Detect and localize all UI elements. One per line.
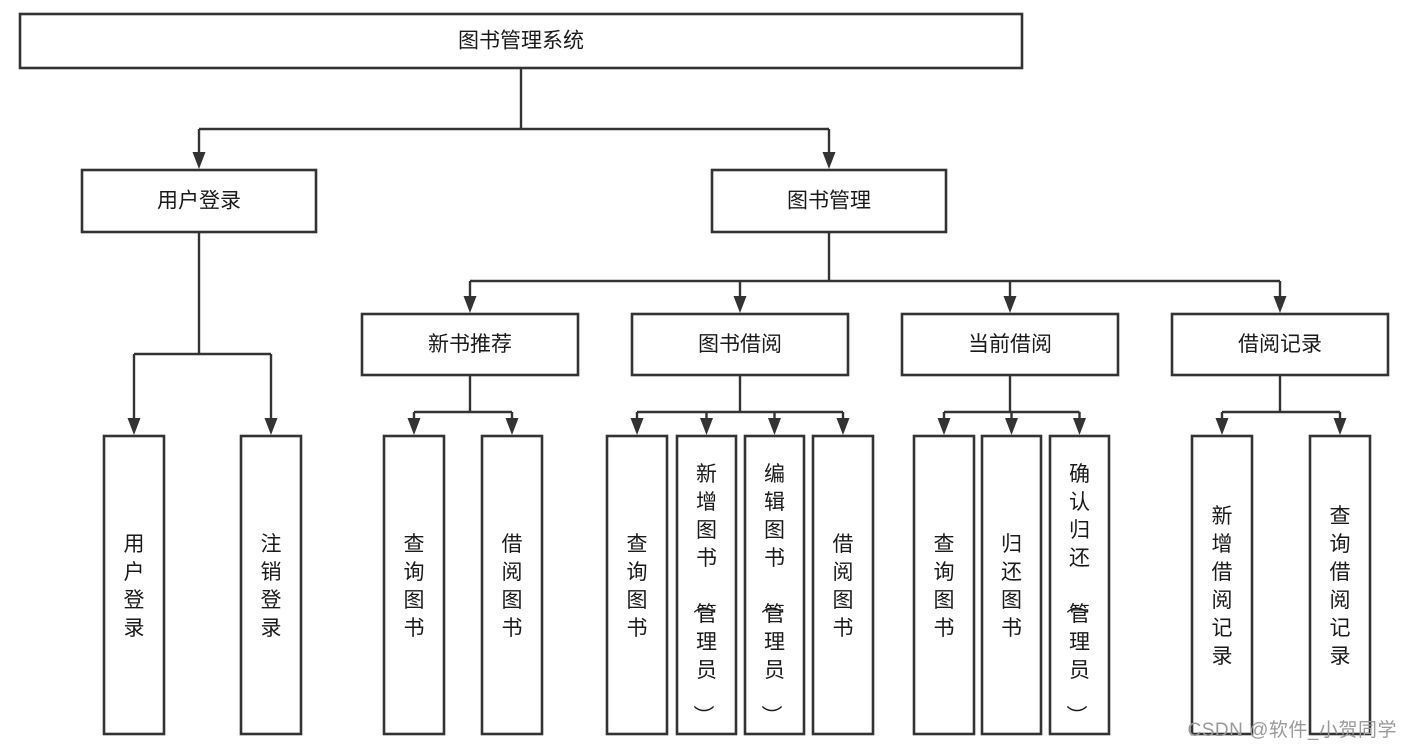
node-label: 查询图书 bbox=[627, 533, 648, 640]
node-box[interactable] bbox=[630, 312, 850, 377]
arrow-head-icon bbox=[937, 418, 951, 435]
node-box[interactable] bbox=[480, 434, 544, 736]
node-n15[interactable]: 查询图书 bbox=[912, 434, 976, 736]
arrow-head-icon bbox=[836, 418, 850, 435]
node-n2[interactable]: 图书管理 bbox=[710, 168, 948, 234]
arrow-head-icon bbox=[264, 418, 278, 435]
node-label: 借阅图书 bbox=[833, 533, 854, 640]
node-label: 图书借阅 bbox=[698, 333, 782, 356]
node-label: 新增图书（管理员） bbox=[691, 463, 717, 726]
arrow-head-icon bbox=[700, 418, 713, 435]
arrow-head-icon bbox=[407, 418, 421, 435]
node-n1[interactable]: 用户登录 bbox=[80, 168, 318, 234]
node-label: 新书推荐 bbox=[428, 333, 512, 356]
arrow-head-icon bbox=[505, 418, 519, 435]
node-label: 当前借阅 bbox=[968, 333, 1052, 356]
node-n7[interactable]: 用户登录 bbox=[102, 434, 166, 736]
node-label: 编辑图书（管理员） bbox=[759, 463, 785, 726]
edge-layer bbox=[127, 68, 1347, 435]
arrow-head-icon bbox=[1273, 296, 1287, 313]
arrow-head-icon bbox=[1215, 418, 1229, 435]
node-n17[interactable]: 确认归还（管理员） bbox=[1048, 434, 1111, 736]
node-n0[interactable]: 图书管理系统 bbox=[18, 12, 1024, 70]
node-box[interactable] bbox=[811, 434, 875, 736]
node-label: 确认归还（管理员） bbox=[1064, 463, 1090, 726]
arrow-head-icon bbox=[127, 418, 141, 435]
arrow-head-icon bbox=[630, 418, 644, 435]
node-box[interactable] bbox=[1308, 434, 1372, 736]
node-label: 图书管理系统 bbox=[458, 30, 584, 53]
node-n12[interactable]: 新增图书（管理员） bbox=[675, 434, 738, 736]
node-box[interactable] bbox=[382, 434, 446, 736]
node-n16[interactable]: 归还图书 bbox=[980, 434, 1043, 736]
node-label: 查询借阅记录 bbox=[1330, 505, 1351, 668]
node-n3[interactable]: 新书推荐 bbox=[360, 312, 580, 377]
node-box[interactable] bbox=[1190, 434, 1254, 736]
node-n14[interactable]: 借阅图书 bbox=[811, 434, 875, 736]
node-box[interactable] bbox=[710, 168, 948, 234]
node-n5[interactable]: 当前借阅 bbox=[900, 312, 1120, 377]
node-label: 用户登录 bbox=[157, 190, 241, 213]
node-label: 借阅图书 bbox=[502, 533, 523, 640]
node-n4[interactable]: 图书借阅 bbox=[630, 312, 850, 377]
node-box[interactable] bbox=[360, 312, 580, 377]
node-box[interactable] bbox=[605, 434, 669, 736]
node-n6[interactable]: 借阅记录 bbox=[1170, 312, 1390, 377]
node-n8[interactable]: 注销登录 bbox=[239, 434, 303, 736]
node-box[interactable] bbox=[1170, 312, 1390, 377]
node-layer: 图书管理系统用户登录图书管理新书推荐图书借阅当前借阅借阅记录用户登录注销登录查询… bbox=[18, 12, 1390, 736]
node-label: 查询图书 bbox=[404, 533, 425, 640]
node-n9[interactable]: 查询图书 bbox=[382, 434, 446, 736]
node-n10[interactable]: 借阅图书 bbox=[480, 434, 544, 736]
node-label: 借阅记录 bbox=[1238, 333, 1322, 356]
connector-group bbox=[192, 68, 836, 169]
node-box[interactable] bbox=[239, 434, 303, 736]
node-box[interactable] bbox=[675, 434, 738, 736]
arrow-head-icon bbox=[1333, 418, 1347, 435]
connector-group bbox=[463, 232, 1287, 313]
node-box[interactable] bbox=[102, 434, 166, 736]
arrow-head-icon bbox=[1005, 418, 1018, 435]
node-n11[interactable]: 查询图书 bbox=[605, 434, 669, 736]
node-box[interactable] bbox=[80, 168, 318, 234]
node-box[interactable] bbox=[18, 12, 1024, 70]
connector-group bbox=[937, 375, 1086, 435]
node-n13[interactable]: 编辑图书（管理员） bbox=[743, 434, 806, 736]
node-label: 用户登录 bbox=[124, 533, 145, 640]
node-n18[interactable]: 新增借阅记录 bbox=[1190, 434, 1254, 736]
node-label: 注销登录 bbox=[261, 533, 282, 640]
node-label: 图书管理 bbox=[787, 190, 871, 213]
node-label: 查询图书 bbox=[934, 533, 955, 640]
node-box[interactable] bbox=[900, 312, 1120, 377]
connector-group bbox=[407, 375, 519, 435]
node-label: 归还图书 bbox=[1001, 533, 1022, 640]
connector-group bbox=[630, 375, 850, 435]
arrow-head-icon bbox=[463, 296, 477, 313]
node-box[interactable] bbox=[743, 434, 806, 736]
arrow-head-icon bbox=[768, 418, 781, 435]
node-box[interactable] bbox=[1048, 434, 1111, 736]
node-box[interactable] bbox=[980, 434, 1043, 736]
arrow-head-icon bbox=[1003, 296, 1017, 313]
node-box[interactable] bbox=[912, 434, 976, 736]
arrow-head-icon bbox=[733, 296, 747, 313]
node-n19[interactable]: 查询借阅记录 bbox=[1308, 434, 1372, 736]
connector-group bbox=[127, 232, 278, 435]
node-label: 新增借阅记录 bbox=[1212, 505, 1233, 668]
arrow-head-icon bbox=[192, 152, 206, 169]
arrow-head-icon bbox=[1073, 418, 1086, 435]
arrow-head-icon bbox=[822, 152, 836, 169]
connector-group bbox=[1215, 375, 1347, 435]
